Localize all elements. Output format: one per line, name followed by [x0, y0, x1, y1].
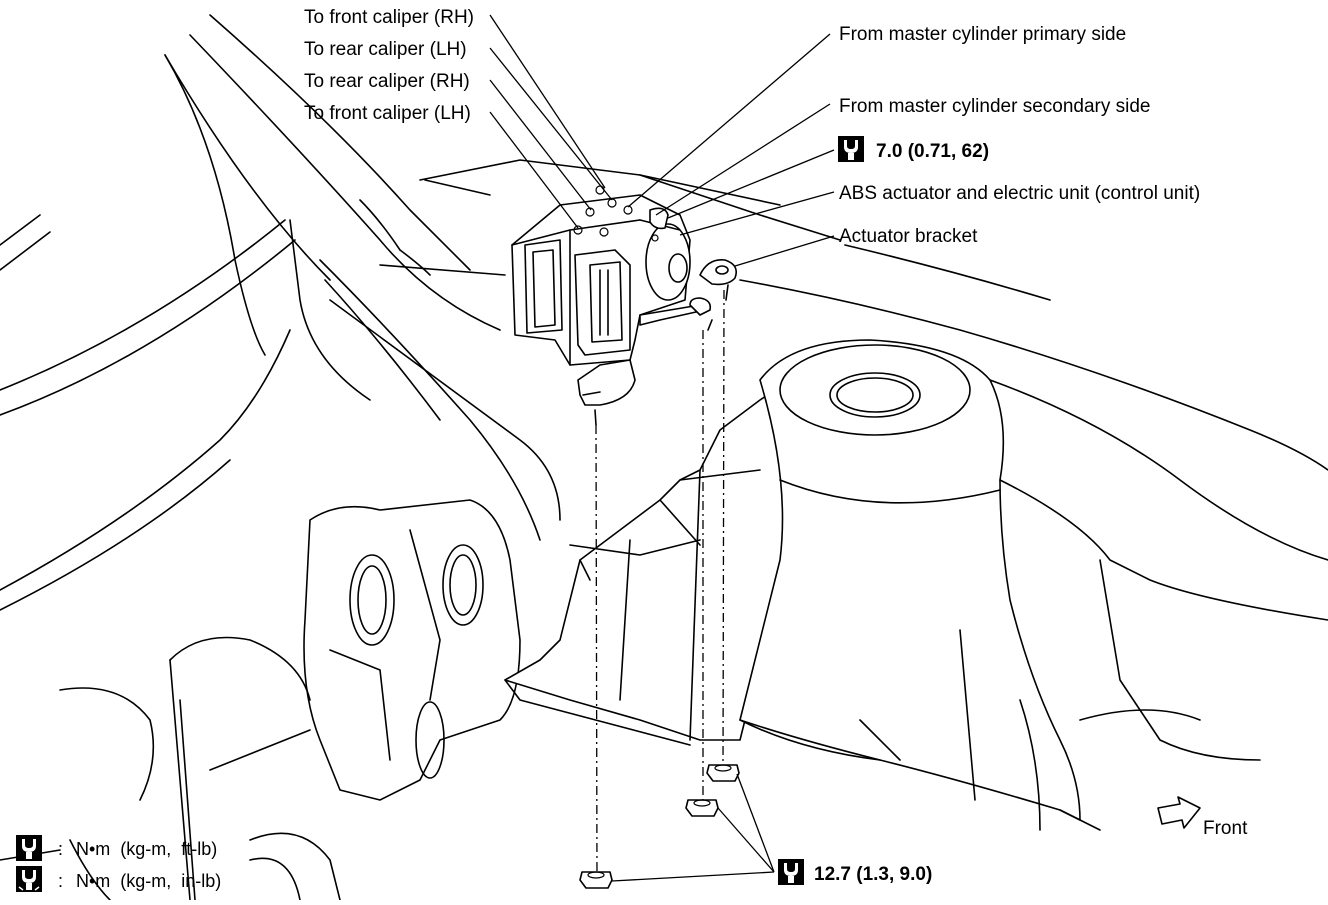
- nut-middle: [685, 799, 719, 817]
- callout-labels: To front caliper (RH) To rear caliper (L…: [304, 7, 1200, 247]
- label-front-caliper-rh: To front caliper (RH): [304, 7, 474, 28]
- label-master-secondary: From master cylinder secondary side: [839, 96, 1151, 117]
- wrench-icon: [838, 136, 864, 162]
- front-arrow-icon: [1157, 796, 1201, 829]
- bolt-axis-lines: [595, 289, 725, 881]
- legend-unit-ftlb: N•m (kg-m, ft-lb): [76, 839, 217, 859]
- legend-unit-inlb: N•m (kg-m, in-lb): [76, 871, 221, 891]
- front-direction-indicator: Front: [1157, 796, 1248, 839]
- label-rear-caliper-rh: To rear caliper (RH): [304, 71, 470, 92]
- nut-rear: [706, 764, 740, 782]
- torque-value-tube-nut: 7.0 (0.71, 62): [876, 141, 989, 162]
- label-actuator-bracket: Actuator bracket: [839, 226, 978, 247]
- torque-tube-nut: 7.0 (0.71, 62): [838, 136, 989, 162]
- nut-front: [579, 871, 613, 889]
- label-rear-caliper-lh: To rear caliper (LH): [304, 39, 467, 60]
- label-master-primary: From master cylinder primary side: [839, 24, 1126, 45]
- wrench-inlb-icon: [15, 865, 43, 893]
- torque-value-bracket-nut: 12.7 (1.3, 9.0): [814, 864, 932, 885]
- legend-separator: :: [58, 871, 63, 891]
- abs-actuator-unit-drawing: [511, 185, 738, 426]
- body-structure-lineart: [0, 14, 1328, 901]
- label-front: Front: [1203, 818, 1248, 839]
- label-front-caliper-lh: To front caliper (LH): [304, 103, 471, 124]
- torque-bracket-nut: 12.7 (1.3, 9.0): [778, 859, 932, 885]
- legend-separator: :: [58, 839, 63, 859]
- legend-row-inlb: : N•m (kg-m, in-lb): [15, 865, 221, 893]
- torque-legend: : N•m (kg-m, ft-lb) : N•m (kg-m, in-lb): [15, 835, 221, 893]
- bracket-nuts: [579, 764, 740, 889]
- legend-row-ftlb: : N•m (kg-m, ft-lb): [16, 835, 217, 861]
- wrench-icon: [16, 835, 42, 861]
- wrench-icon: [778, 859, 804, 885]
- leader-lines: [489, 14, 835, 882]
- label-actuator-unit: ABS actuator and electric unit (control …: [839, 183, 1200, 204]
